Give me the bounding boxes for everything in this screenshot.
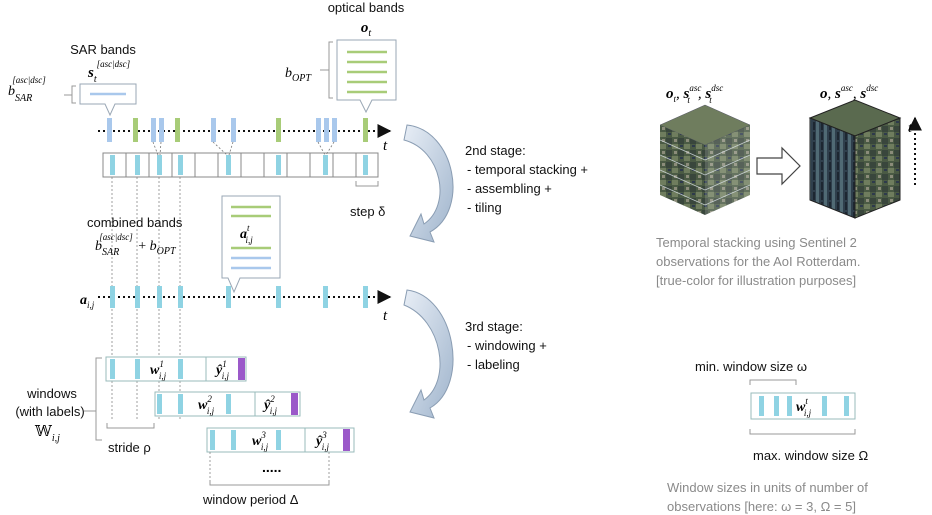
b-opt-label: bOPT [285,66,312,84]
optical-symbol: ot [361,20,372,39]
sar-bands-label: SAR bands [70,42,136,57]
timeline-2-ticks [110,286,368,308]
optical-band-card [336,39,397,114]
tiled-strip-dividers [125,153,357,177]
a-ij-label: ai,j [80,293,95,310]
window-size-caption-line1: Window sizes in units of number of [667,480,868,495]
min-window-label: min. window size ω [695,359,807,374]
combined-formula: bSAR[asc|dsc] + bOPT [95,232,177,258]
windows-label-line1: windows [26,386,77,401]
stage3-item-1: - windowing + [467,338,547,353]
svg-text:w1i,j: w1i,j [150,359,167,381]
curved-arrow-stage3 [403,289,454,419]
windows-symbol: 𝕎i,j [34,424,60,444]
max-window-label: max. window size Ω [753,448,868,463]
stage2-title: 2nd stage: [465,143,526,158]
curved-arrow-stage2 [403,124,454,243]
svg-text:w2i,j: w2i,j [198,394,215,416]
optical-bands-label: optical bands [328,0,405,15]
stride-label: stride ρ [108,440,151,455]
window-period-label: window period Δ [202,492,299,507]
hollow-right-arrow [756,146,801,186]
stage2-item-3: - tiling [467,200,502,215]
sar-symbol: st[asc|dsc] [87,59,131,85]
b-sar-label: bSAR[asc|dsc] [8,75,46,104]
svg-text:ŷ1i,j: ŷ1i,j [214,359,229,381]
stacked-datacube [808,99,902,219]
stage2-item-2: - assembling + [467,181,552,196]
vertical-guides [111,177,181,420]
svg-text:ŷ2i,j: ŷ2i,j [262,394,277,416]
svg-text:wti,j: wti,j [796,396,812,418]
stage3-title: 3rd stage: [465,319,523,334]
rotterdam-caption-line1: Temporal stacking using Sentinel 2 [656,235,857,250]
tiled-strip-fills [110,155,368,175]
windows-ellipsis: ..... [262,459,281,475]
window-size-caption-line2: observations [here: ω = 3, Ω = 5] [667,499,856,514]
stage2-item-1: - temporal stacking + [467,162,588,177]
cube2-caption: o, sasc, sdsc [820,83,878,102]
svg-text:w3i,j: w3i,j [252,430,269,452]
combined-band-lines [231,205,271,270]
step-label: step δ [350,204,385,219]
cube-axis-t: t [908,121,913,136]
sar-band-card [79,83,137,117]
timeline-1-t: t [383,138,388,154]
stage3-item-2: - labeling [467,357,520,372]
rotterdam-caption-line2: observations for the AoI Rotterdam. [656,254,861,269]
combined-bands-label: combined bands [87,215,183,230]
timeline-2-t: t [383,308,388,324]
stacked-observations-cube [659,104,751,215]
windows-label-line2: (with labels) [15,404,84,419]
timeline-1-connectors [152,141,335,156]
optical-band-lines [347,50,387,94]
rotterdam-caption-line3: [true-color for illustration purposes] [656,273,856,288]
timeline-1-ticks [107,118,368,142]
svg-text:ŷ3i,j: ŷ3i,j [314,430,329,452]
